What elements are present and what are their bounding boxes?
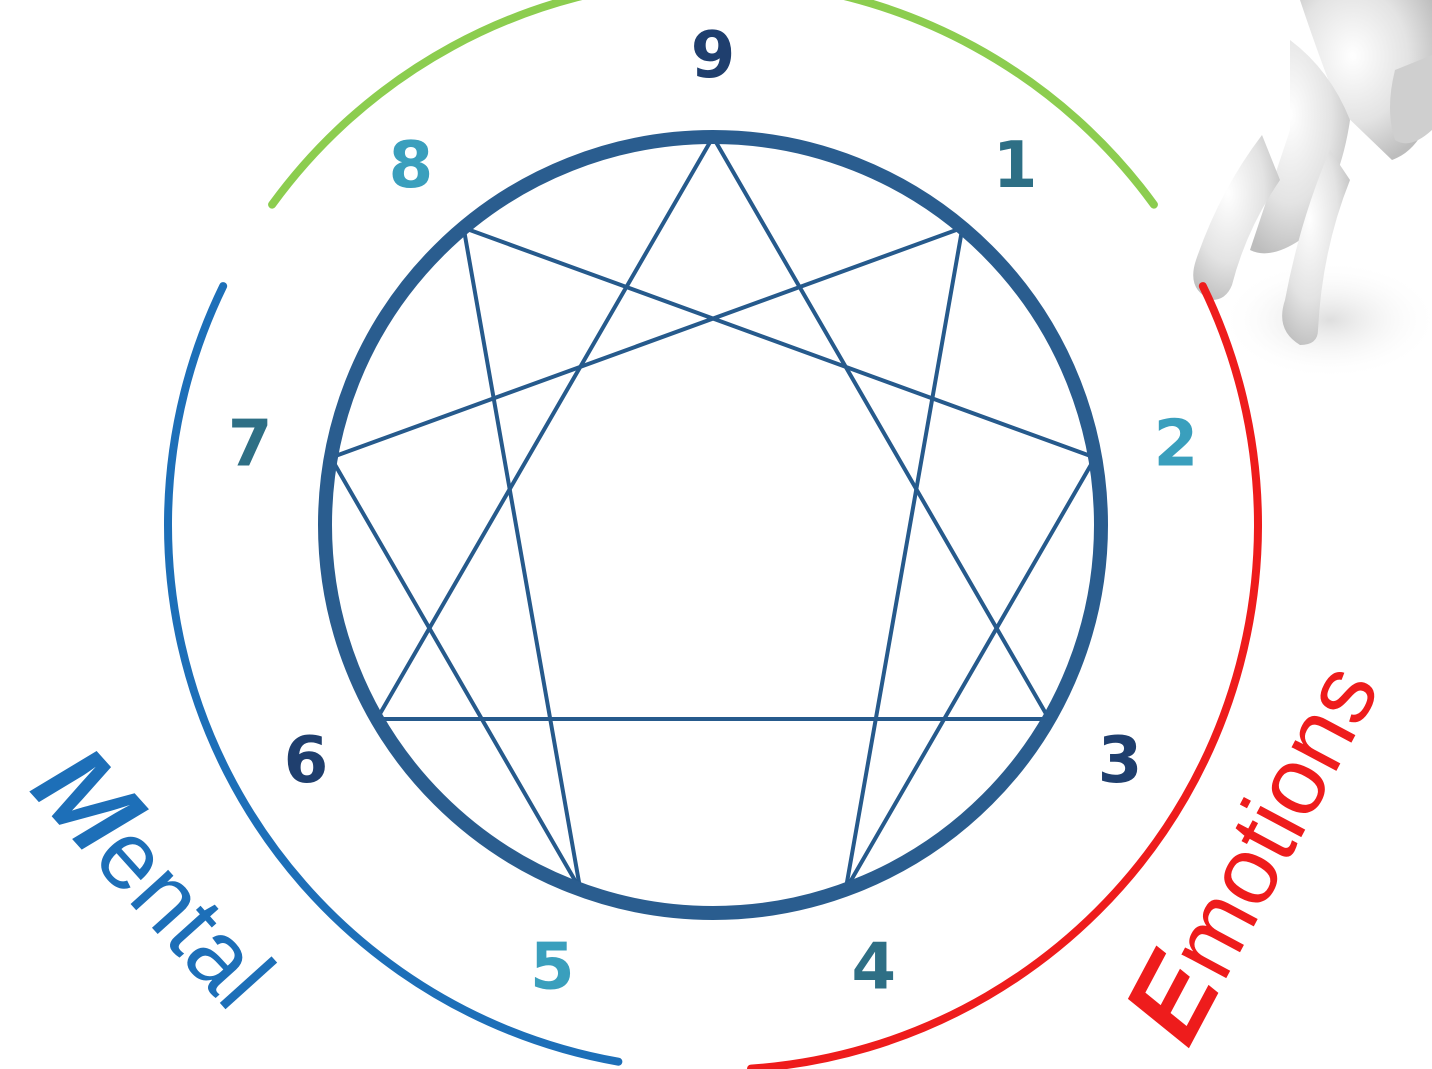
point-label-9: 9 — [691, 19, 736, 93]
mental-label: Mental — [10, 722, 305, 1030]
point-label-7: 7 — [228, 407, 273, 481]
point-label-3: 3 — [1098, 724, 1143, 798]
point-label-2: 2 — [1154, 407, 1199, 481]
enneagram-circle — [325, 137, 1101, 913]
thinking-figure-illustration — [1193, 0, 1432, 380]
point-label-1: 1 — [993, 129, 1038, 203]
point-label-5: 5 — [530, 931, 575, 1005]
emotions-label: Emotions — [1099, 640, 1402, 1061]
connection-line-9-3 — [713, 137, 1049, 719]
point-label-8: 8 — [389, 129, 434, 203]
point-label-4: 4 — [851, 931, 896, 1005]
connection-line-6-9 — [377, 137, 713, 719]
point-label-6: 6 — [284, 724, 329, 798]
emotions-label-rest: motions — [1147, 647, 1399, 994]
